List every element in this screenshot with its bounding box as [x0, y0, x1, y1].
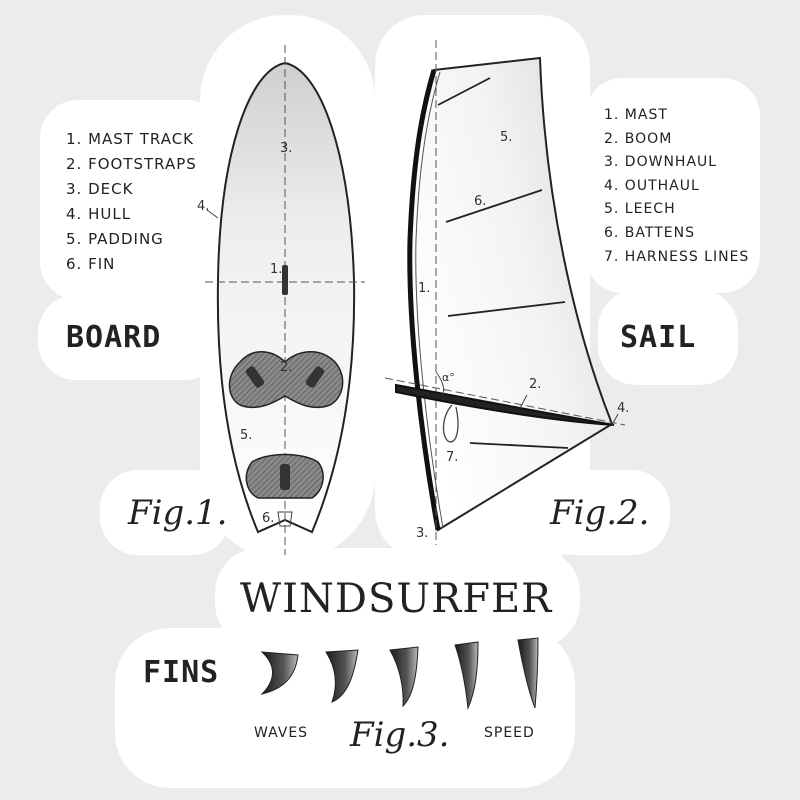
board-callout-padding: 5. — [240, 428, 253, 443]
fin-shape — [260, 651, 299, 695]
board-part-item: 3. DECK — [66, 180, 134, 198]
sail-part-item: 2. BOOM — [604, 130, 673, 147]
board-callout-fin: 6. — [262, 511, 275, 526]
sail-part-item: 1. MAST — [604, 107, 668, 123]
sail-callout-angle: α° — [442, 371, 455, 384]
outhaul-leader-line — [611, 413, 619, 426]
angle-arc — [435, 371, 445, 396]
front-footstrap-pad — [228, 351, 344, 409]
board-part-item: 5. PADDING — [66, 230, 164, 248]
board-part-item: 4. HULL — [66, 205, 132, 223]
footstrap — [280, 464, 290, 490]
mast-inner — [415, 71, 444, 529]
sail-callout-harness-lines: 7. — [446, 450, 459, 465]
figure-3-label: Fig.3. — [350, 715, 450, 755]
fin-shape — [325, 649, 359, 703]
waves-label: WAVES — [254, 725, 309, 741]
board-heading: BOARD — [66, 320, 162, 355]
sail-part-item: 5. LEECH — [604, 201, 676, 218]
board-drawing — [205, 45, 365, 555]
fins-drawing — [260, 637, 539, 710]
fin-shape — [389, 646, 419, 708]
board-parts-list: 1. MAST TRACK 2. FOOTSTRAPS 3. DECK 4. H… — [66, 127, 197, 277]
fin-shape — [517, 637, 539, 709]
figure-1-label: Fig.1. — [128, 493, 228, 533]
figure-2-label: Fig.2. — [550, 493, 650, 533]
boom-axis-line — [384, 377, 626, 426]
boom-leader-line — [519, 394, 528, 409]
sail-part-item: 3. DOWNHAUL — [604, 154, 718, 171]
footstrap — [245, 366, 265, 388]
sail-parts-list: 1. MAST 2. BOOM 3. DOWNHAUL 4. OUTHAUL 5… — [604, 104, 749, 269]
sail-part-item: 7. HARNESS LINES — [604, 248, 750, 265]
footstrap — [305, 366, 325, 388]
sail-callout-leech: 5. — [500, 130, 513, 145]
hull-leader-line — [206, 209, 219, 219]
batten — [437, 77, 491, 106]
sail-drawing — [384, 40, 626, 545]
fin-outline — [277, 511, 293, 527]
mast — [407, 69, 441, 531]
board-callout-deck: 3. — [280, 141, 293, 156]
mast-track — [282, 265, 288, 295]
sail-callout-downhaul: 3. — [416, 526, 429, 541]
sail-callout-outhaul: 4. — [617, 401, 630, 416]
batten — [445, 189, 543, 223]
sail-heading: SAIL — [620, 320, 697, 355]
board-part-item: 1. MAST TRACK — [66, 130, 195, 148]
speed-label: SPEED — [484, 725, 535, 741]
harness-line — [442, 404, 459, 443]
board-callout-hull: 4. — [197, 199, 210, 214]
board-callout-footstraps: 2. — [280, 360, 293, 375]
boom — [395, 383, 615, 426]
page-title: WINDSURFER — [240, 576, 553, 622]
batten — [469, 442, 569, 449]
board-callout-mast-track: 1. — [270, 262, 283, 277]
fin-shape — [454, 641, 479, 710]
batten — [447, 301, 566, 317]
sail-part-item: 6. BATTENS — [604, 224, 695, 241]
fins-heading: FINS — [143, 655, 220, 690]
sail-part-item: 4. OUTHAUL — [604, 177, 700, 194]
board-part-item: 6. FIN — [66, 255, 116, 273]
board-part-item: 2. FOOTSTRAPS — [66, 155, 197, 173]
sail-callout-mast: 1. — [418, 281, 431, 296]
sail-callout-battens: 6. — [474, 194, 487, 209]
sail-callout-boom: 2. — [529, 377, 542, 392]
